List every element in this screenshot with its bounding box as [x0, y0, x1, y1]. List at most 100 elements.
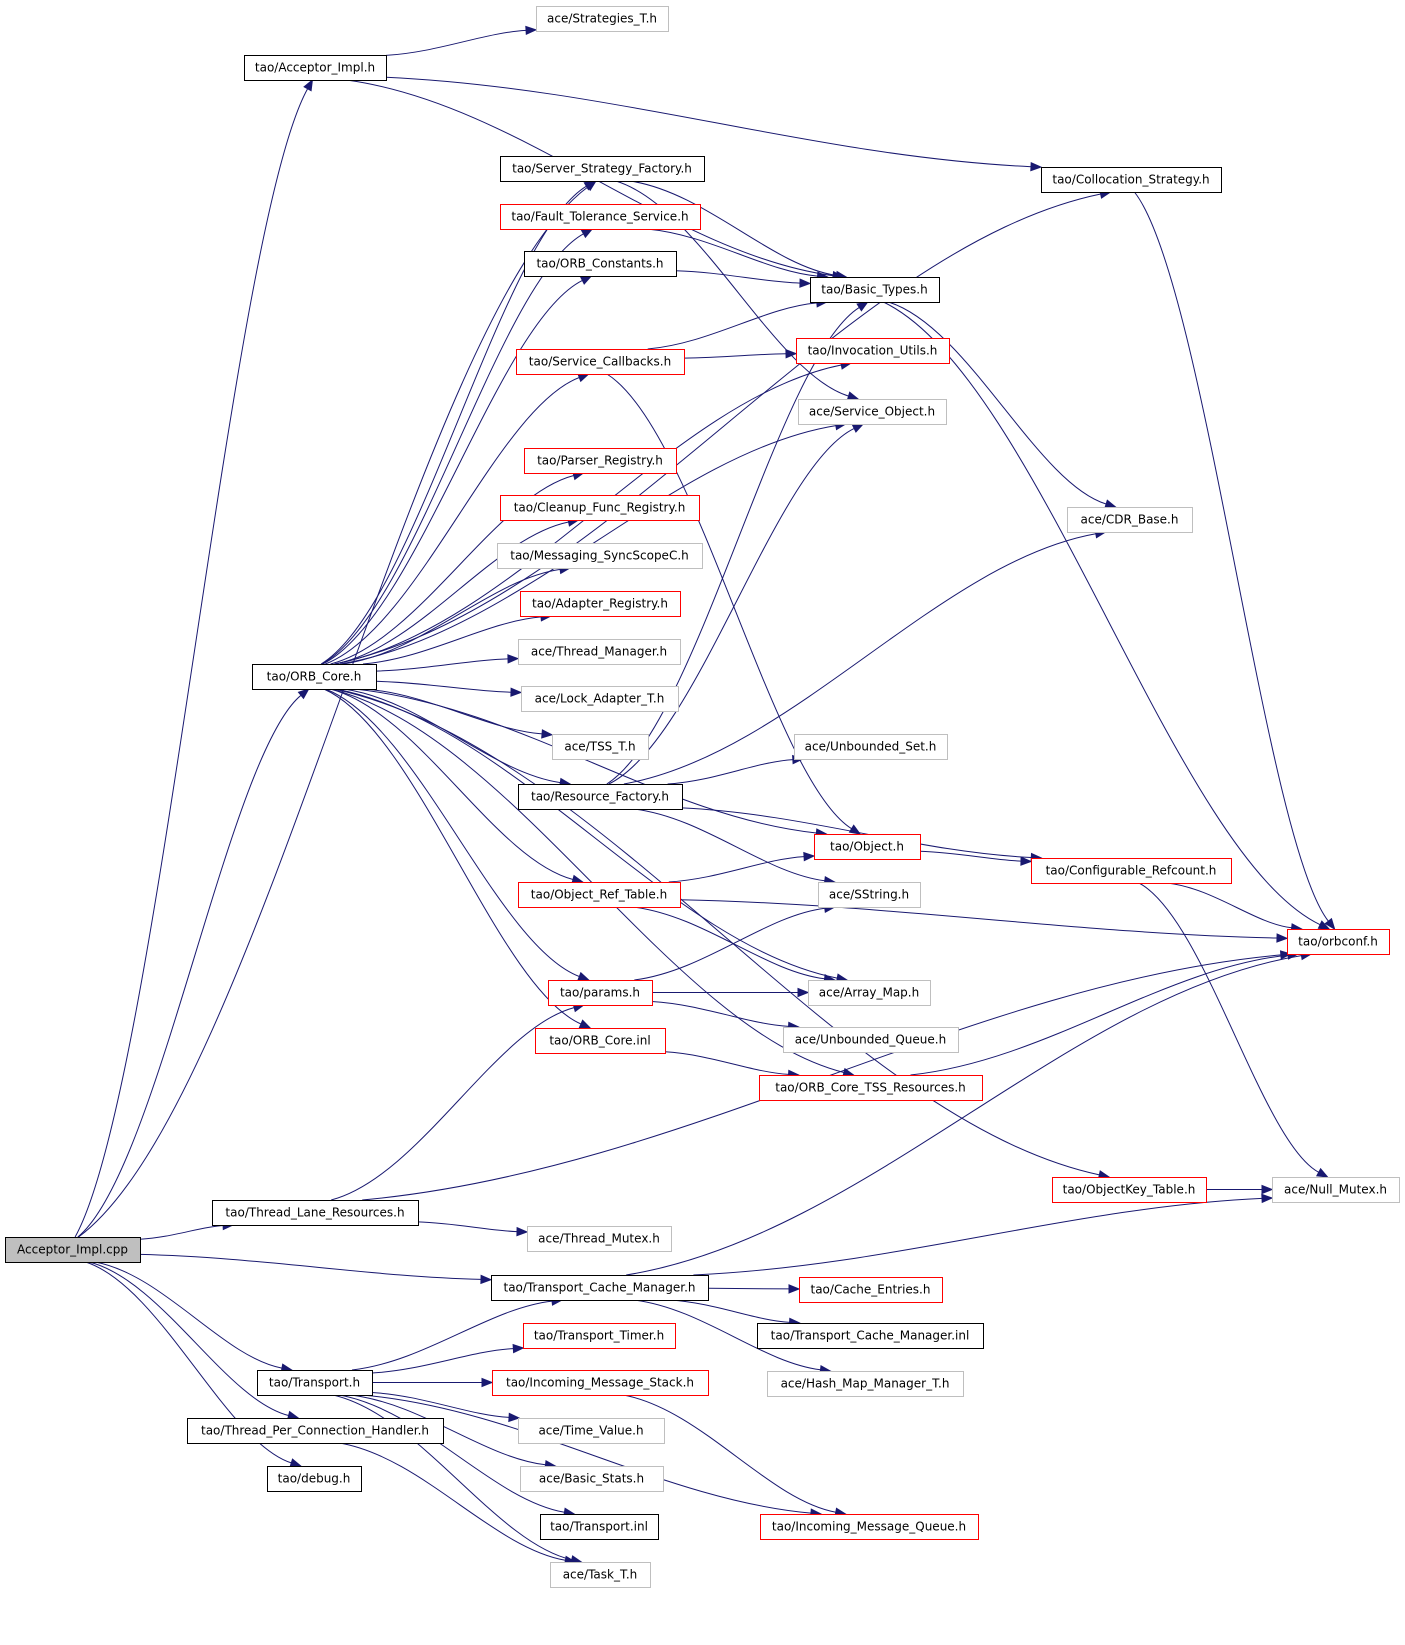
node-adapter-registry[interactable]: tao/Adapter_Registry.h — [520, 591, 681, 617]
node-box — [548, 980, 653, 1006]
node-lock-adapter-t[interactable]: ace/Lock_Adapter_T.h — [521, 686, 679, 712]
node-configurable-refcount[interactable]: tao/Configurable_Refcount.h — [1031, 858, 1232, 884]
edge-line — [417, 1221, 518, 1233]
node-array-map[interactable]: ace/Array_Map.h — [808, 980, 931, 1006]
node-orbconf[interactable]: tao/orbconf.h — [1287, 929, 1390, 955]
node-fault-tolerance-service[interactable]: tao/Fault_Tolerance_Service.h — [500, 204, 701, 230]
node-acceptor-impl[interactable]: tao/Acceptor_Impl.h — [244, 55, 387, 81]
edge-line — [888, 301, 1107, 505]
node-basic-types[interactable]: tao/Basic_Types.h — [810, 277, 940, 303]
node-server-strategy-factory[interactable]: tao/Server_Strategy_Factory.h — [500, 156, 705, 182]
node-cache-entries[interactable]: tao/Cache_Entries.h — [799, 1277, 943, 1303]
edge-orb-core-to-collocation-strategy — [334, 189, 1112, 665]
node-tss-t[interactable]: ace/TSS_T.h — [552, 734, 649, 760]
node-object[interactable]: tao/Object.h — [814, 834, 921, 860]
node-incoming-message-stack[interactable]: tao/Incoming_Message_Stack.h — [492, 1370, 709, 1396]
node-thread-manager[interactable]: ace/Thread_Manager.h — [518, 639, 681, 665]
node-strategies-t[interactable]: ace/Strategies_T.h — [536, 6, 669, 32]
node-transport[interactable]: tao/Transport.h — [257, 1370, 373, 1396]
node-incoming-message-queue[interactable]: tao/Incoming_Message_Queue.h — [760, 1514, 979, 1540]
node-box — [1052, 1177, 1207, 1203]
arrowhead-icon — [856, 301, 869, 312]
node-transport-cache-manager-inl[interactable]: tao/Transport_Cache_Manager.inl — [757, 1323, 984, 1349]
node-orb-core-inl[interactable]: tao/ORB_Core.inl — [535, 1028, 666, 1054]
edge-line — [334, 521, 569, 665]
edge-line — [385, 29, 527, 56]
node-object-ref-table[interactable]: tao/Object_Ref_Table.h — [518, 882, 681, 908]
edge-line — [623, 1394, 836, 1513]
edges-layer — [74, 25, 1336, 1565]
node-collocation-strategy[interactable]: tao/Collocation_Strategy.h — [1041, 167, 1222, 193]
node-transport-inl[interactable]: tao/Transport.inl — [540, 1514, 659, 1540]
node-transport-cache-manager[interactable]: tao/Transport_Cache_Manager.h — [491, 1275, 709, 1301]
edge-line — [322, 279, 583, 665]
node-box — [518, 882, 681, 908]
edge-line — [330, 475, 574, 665]
node-objectkey-table[interactable]: tao/ObjectKey_Table.h — [1052, 1177, 1207, 1203]
node-label: ace/CDR_Base.h — [1081, 513, 1179, 527]
node-thread-per-connection-handler[interactable]: tao/Thread_Per_Connection_Handler.h — [187, 1418, 444, 1444]
node-label: ace/Basic_Stats.h — [539, 1472, 644, 1486]
node-label: tao/ORB_Constants.h — [536, 257, 663, 271]
node-box — [783, 1027, 959, 1053]
node-sstring[interactable]: ace/SString.h — [818, 882, 921, 908]
node-box — [244, 55, 387, 81]
node-resource-factory[interactable]: tao/Resource_Factory.h — [518, 784, 683, 810]
node-box — [497, 543, 703, 569]
node-label: tao/orbconf.h — [1298, 935, 1378, 949]
edge-line — [351, 1300, 553, 1371]
edge-collocation-strategy-to-orbconf — [1134, 191, 1336, 931]
node-label: tao/Incoming_Message_Stack.h — [506, 1376, 694, 1390]
node-cdr-base[interactable]: ace/CDR_Base.h — [1067, 507, 1193, 533]
arrowhead-icon — [303, 78, 314, 92]
node-unbounded-set[interactable]: ace/Unbounded_Set.h — [794, 734, 948, 760]
node-box — [520, 591, 681, 617]
node-invocation-utils[interactable]: tao/Invocation_Utils.h — [796, 338, 950, 364]
node-time-value[interactable]: ace/Time_Value.h — [518, 1418, 665, 1444]
edge-line — [634, 808, 825, 882]
edge-line — [707, 1287, 790, 1290]
node-orb-constants[interactable]: tao/ORB_Constants.h — [524, 251, 677, 277]
node-params[interactable]: tao/params.h — [548, 980, 653, 1006]
node-thread-mutex[interactable]: ace/Thread_Mutex.h — [527, 1226, 672, 1252]
arrowhead-icon — [799, 278, 812, 288]
node-transport-timer[interactable]: tao/Transport_Timer.h — [523, 1323, 676, 1349]
node-label: ace/Strategies_T.h — [547, 12, 657, 26]
node-orb-core-tss-resources[interactable]: tao/ORB_Core_TSS_Resources.h — [759, 1075, 983, 1101]
node-task-t[interactable]: ace/Task_T.h — [550, 1562, 651, 1588]
node-label: tao/Transport_Cache_Manager.h — [504, 1281, 696, 1295]
edge-line — [371, 1348, 514, 1374]
edge-line — [89, 1261, 289, 1416]
node-root[interactable]: Acceptor_Impl.cpp — [5, 1237, 141, 1263]
node-label: ace/Lock_Adapter_T.h — [535, 692, 665, 706]
node-parser-registry[interactable]: tao/Parser_Registry.h — [524, 448, 677, 474]
edge-line — [693, 1197, 1263, 1276]
node-box — [518, 1418, 665, 1444]
node-hash-map-manager-t[interactable]: ace/Hash_Map_Manager_T.h — [767, 1371, 964, 1397]
edge-line — [1167, 882, 1292, 929]
edge-line — [323, 688, 582, 1025]
node-label: ace/Hash_Map_Manager_T.h — [781, 1377, 950, 1391]
node-debug[interactable]: tao/debug.h — [267, 1466, 362, 1492]
node-unbounded-queue[interactable]: ace/Unbounded_Queue.h — [783, 1027, 959, 1053]
node-cleanup-func-registry[interactable]: tao/Cleanup_Func_Registry.h — [500, 495, 700, 521]
node-thread-lane-resources[interactable]: tao/Thread_Lane_Resources.h — [212, 1200, 419, 1226]
node-box — [492, 1370, 709, 1396]
edge-orb-core-to-service-callbacks — [325, 373, 590, 665]
node-service-callbacks[interactable]: tao/Service_Callbacks.h — [516, 349, 685, 375]
edge-orb-core-to-params — [325, 688, 590, 981]
node-box — [520, 1466, 664, 1492]
edge-line — [633, 906, 825, 980]
edge-transport-to-transport-timer — [371, 1343, 525, 1374]
node-messaging-syncscopec[interactable]: tao/Messaging_SyncScopeC.h — [497, 543, 703, 569]
node-service-object[interactable]: ace/Service_Object.h — [798, 399, 947, 425]
arrowhead-icon — [507, 654, 520, 664]
arrowhead-icon — [1276, 933, 1289, 943]
edge-transport-to-time-value — [371, 1392, 521, 1423]
node-orb-core[interactable]: tao/ORB_Core.h — [252, 664, 377, 690]
node-basic-stats[interactable]: ace/Basic_Stats.h — [520, 1466, 664, 1492]
node-null-mutex[interactable]: ace/Null_Mutex.h — [1272, 1177, 1400, 1203]
arrowhead-icon — [578, 1019, 592, 1029]
edge-line — [630, 180, 837, 276]
edge-line — [332, 1394, 572, 1561]
